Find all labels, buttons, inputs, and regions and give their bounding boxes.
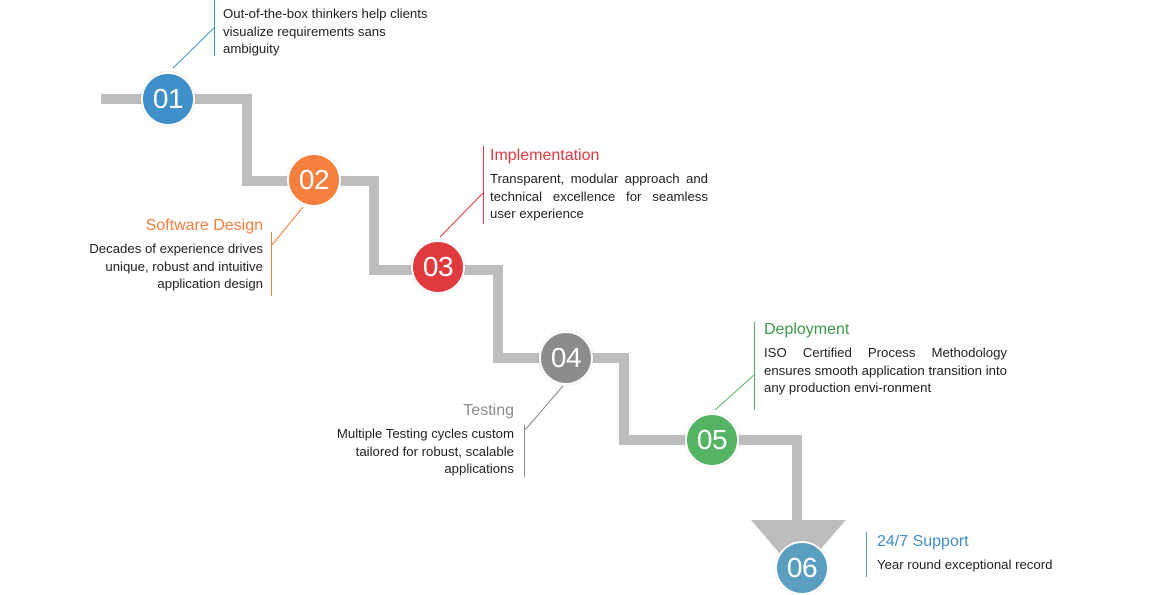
step-description-02: Decades of experience drives unique, rob…	[89, 241, 263, 291]
step-description-06: Year round exceptional record	[877, 557, 1053, 572]
step-number-04: 04	[550, 342, 582, 373]
step-number-01: 01	[152, 83, 184, 114]
step-circle-05: 05	[685, 413, 739, 467]
connector-02	[271, 206, 304, 246]
step-number-06: 06	[786, 552, 818, 583]
step-title-02: Software Design	[145, 217, 263, 234]
step-text-01: Out-of-the-box thinkers help clients vis…	[223, 5, 443, 58]
process-path	[101, 94, 802, 522]
step-text-04: Testing Multiple Testing cycles custom t…	[293, 400, 514, 478]
accent-line-04	[524, 425, 525, 477]
accent-line-05	[754, 322, 755, 410]
connector-03	[439, 192, 484, 238]
step-number-03: 03	[422, 251, 454, 282]
step-circle-06: 06	[775, 541, 829, 595]
step-title-06: 24/7 Support	[877, 533, 969, 550]
step-description-03: Transparent, modular approach and techni…	[490, 171, 708, 221]
step-title-04: Testing	[463, 402, 514, 419]
step-circle-01: 01	[141, 72, 195, 126]
step-circle-04: 04	[539, 331, 593, 385]
step-circle-03: 03	[411, 240, 465, 294]
connector-05	[714, 374, 755, 411]
connector-04	[524, 385, 564, 431]
step-number-02: 02	[298, 164, 330, 195]
step-title-05: Deployment	[764, 321, 850, 338]
step-text-02: Software Design Decades of experience dr…	[58, 215, 263, 293]
step-circle-02: 02	[287, 153, 341, 207]
accent-line-06	[866, 532, 867, 577]
accent-line-02	[271, 232, 272, 296]
step-text-05: Deployment ISO Certified Process Methodo…	[764, 319, 1007, 397]
accent-line-03	[483, 146, 484, 224]
step-description-04: Multiple Testing cycles custom tailored …	[336, 426, 514, 476]
step-description-01: Out-of-the-box thinkers help clients vis…	[223, 6, 428, 56]
step-text-06: 24/7 Support Year round exceptional reco…	[877, 531, 1095, 574]
connector-01	[172, 27, 215, 69]
step-number-05: 05	[696, 424, 728, 455]
step-description-05: ISO Certified Process Methodology ensure…	[764, 345, 1007, 395]
step-title-03: Implementation	[490, 147, 600, 164]
step-text-03: Implementation Transparent, modular appr…	[490, 145, 708, 223]
accent-line-01	[214, 0, 215, 56]
